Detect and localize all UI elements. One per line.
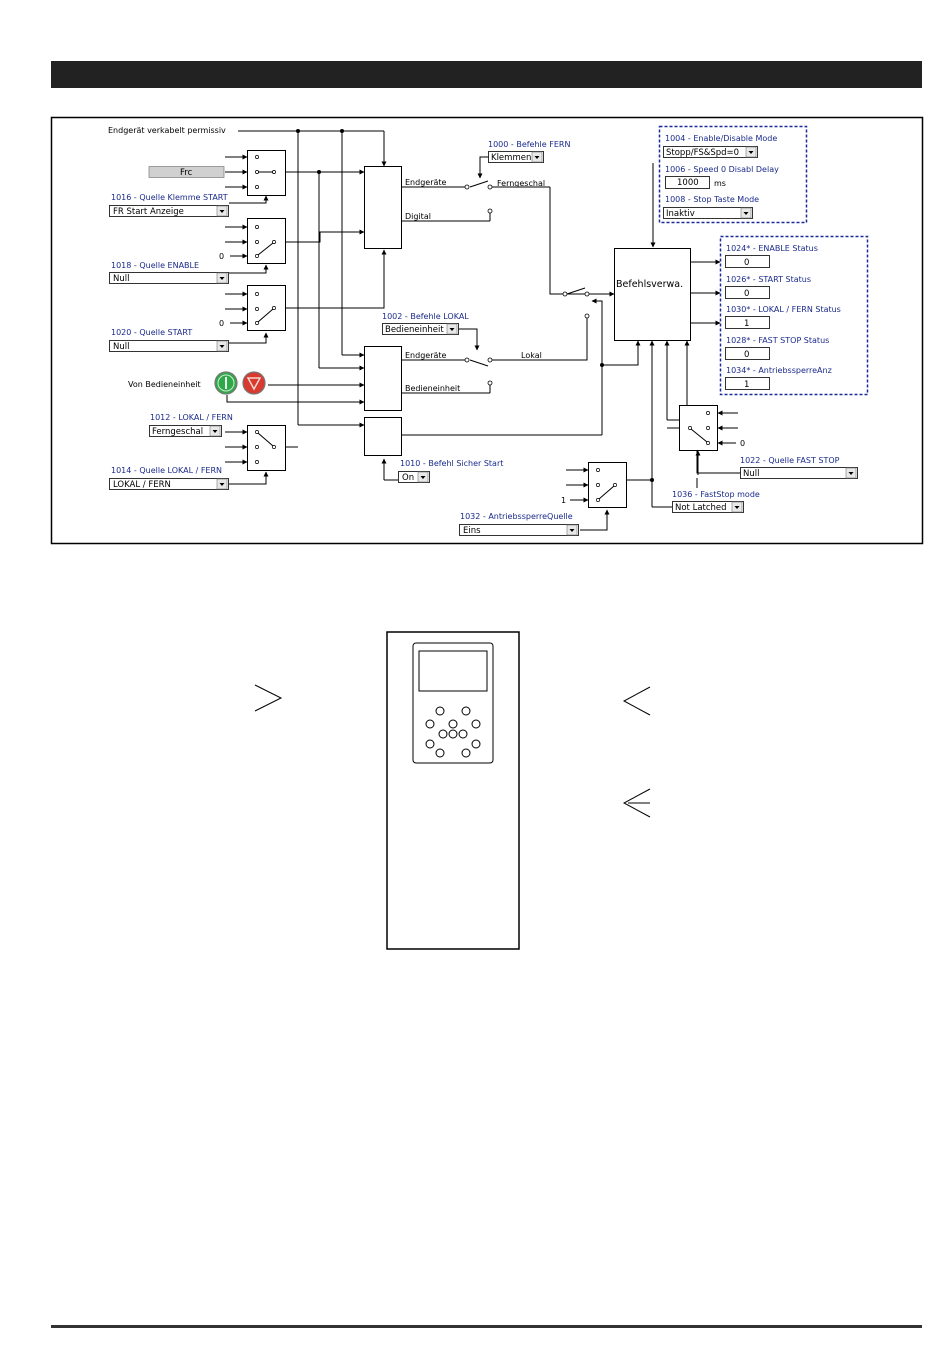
param-1036-value[interactable]: Not Latched — [675, 503, 727, 513]
label-endgeraete-mid: Endgeräte — [405, 351, 447, 360]
param-1012-label: 1012 - LOKAL / FERN — [150, 413, 233, 422]
status-fast-stop-value: 0 — [744, 350, 749, 360]
one-input: 1 — [561, 496, 566, 505]
param-1000-label: 1000 - Befehle FERN — [488, 140, 570, 149]
chevron-right-icon — [254, 684, 283, 712]
chevron-left-icon — [622, 686, 651, 716]
param-1002-value[interactable]: Bedieneinheit — [385, 325, 444, 335]
switch-fast-stop — [679, 405, 718, 451]
block-lokal — [364, 346, 402, 411]
label-endgeraete-top: Endgeräte — [405, 178, 447, 187]
status-lokal-fern-label: 1030* - LOKAL / FERN Status — [726, 305, 841, 314]
block-fern — [364, 166, 402, 249]
label-lokal: Lokal — [521, 351, 542, 360]
double-chevron-left-icon — [622, 788, 651, 818]
status-enable-label: 1024* - ENABLE Status — [726, 244, 818, 253]
param-1014-label: 1014 - Quelle LOKAL / FERN — [111, 466, 222, 475]
label-befehlsverwa: Befehlsverwa. — [616, 279, 683, 290]
param-1000-value[interactable]: Klemmen — [491, 153, 531, 163]
param-1036-label: 1036 - FastStop mode — [672, 490, 760, 499]
param-1004-value[interactable]: Stopp/FS&Spd=0 — [666, 148, 739, 158]
group-status — [719, 235, 869, 396]
param-1004-label: 1004 - Enable/Disable Mode — [665, 134, 777, 143]
param-1032-value[interactable]: Eins — [463, 526, 481, 536]
status-enable-value: 0 — [744, 258, 749, 268]
label-von-bedieneinheit: Von Bedieneinheit — [128, 380, 201, 389]
param-1022-value[interactable]: Null — [743, 469, 759, 479]
frc-button-frame — [148, 166, 225, 178]
param-1020-label: 1020 - Quelle START — [111, 328, 192, 337]
status-fast-stop-label: 1028* - FAST STOP Status — [726, 336, 829, 345]
status-start-value: 0 — [744, 289, 749, 299]
param-1002-label: 1002 - Befehle LOKAL — [382, 312, 469, 321]
block-sicher-start — [364, 417, 402, 456]
switch-lokal-fern — [247, 425, 286, 471]
label-bedieneinheit: Bedieneinheit — [405, 384, 460, 393]
param-1008-value[interactable]: Inaktiv — [666, 209, 695, 219]
label-ferngeschal: Ferngeschal — [497, 179, 545, 188]
switch-klemme-start — [247, 150, 286, 196]
param-1006-value[interactable]: 1000 — [677, 178, 699, 188]
param-1006-label: 1006 - Speed 0 Disabl Delay — [665, 165, 779, 174]
value-boxes — [665, 176, 770, 390]
zero-input-3: 0 — [740, 439, 745, 448]
status-start-label: 1026* - START Status — [726, 275, 811, 284]
status-lokal-fern-value: 1 — [744, 319, 749, 329]
footer-rule — [51, 1325, 922, 1328]
param-1010-value[interactable]: On — [402, 473, 414, 483]
header-bar — [51, 61, 922, 88]
switch-enable — [247, 218, 286, 264]
selector-switches — [247, 150, 718, 508]
switch-antriebssperre — [588, 462, 627, 508]
group-enable-config — [658, 125, 808, 224]
param-1016-label: 1016 - Quelle Klemme START — [111, 193, 228, 202]
status-antriebssperre-value: 1 — [744, 380, 749, 390]
diagram-frame — [50, 116, 924, 545]
zero-input-1: 0 — [219, 252, 224, 261]
status-antriebssperre-label: 1034* - AntriebssperreAnz — [726, 366, 832, 375]
param-1010-label: 1010 - Befehl Sicher Start — [400, 459, 503, 468]
param-1016-value[interactable]: FR Start Anzeige — [113, 207, 184, 217]
param-1008-label: 1008 - Stop Taste Mode — [665, 195, 759, 204]
param-1014-value[interactable]: LOKAL / FERN — [113, 480, 171, 490]
param-1018-value[interactable]: Null — [113, 274, 129, 284]
param-1032-label: 1032 - AntriebssperreQuelle — [460, 512, 573, 521]
label-endgeraet-verkabelt: Endgerät verkabelt permissiv — [108, 126, 226, 135]
param-1022-label: 1022 - Quelle FAST STOP — [740, 456, 840, 465]
param-1012-value[interactable]: Ferngeschal — [152, 427, 203, 437]
param-1018-label: 1018 - Quelle ENABLE — [111, 261, 199, 270]
param-1020-value[interactable]: Null — [113, 342, 129, 352]
frc-button[interactable]: Frc — [180, 168, 193, 178]
keypad-icon — [412, 642, 494, 764]
zero-input-2: 0 — [219, 319, 224, 328]
dropdowns — [109, 146, 858, 536]
label-digital: Digital — [405, 212, 431, 221]
dropdown-chevrons — [212, 151, 854, 532]
keypad-illustration — [386, 631, 520, 950]
run-icon — [214, 371, 238, 395]
stop-icon — [242, 371, 266, 395]
diagram-text: Endgerät verkabelt permissiv Endgeräte D… — [108, 126, 841, 536]
block-befehlsverwaltung — [614, 248, 691, 341]
switch-contacts — [464, 184, 590, 386]
param-1006-unit: ms — [714, 179, 726, 188]
wires — [225, 130, 742, 531]
junction-dots — [296, 129, 654, 482]
switch-start — [247, 285, 286, 331]
